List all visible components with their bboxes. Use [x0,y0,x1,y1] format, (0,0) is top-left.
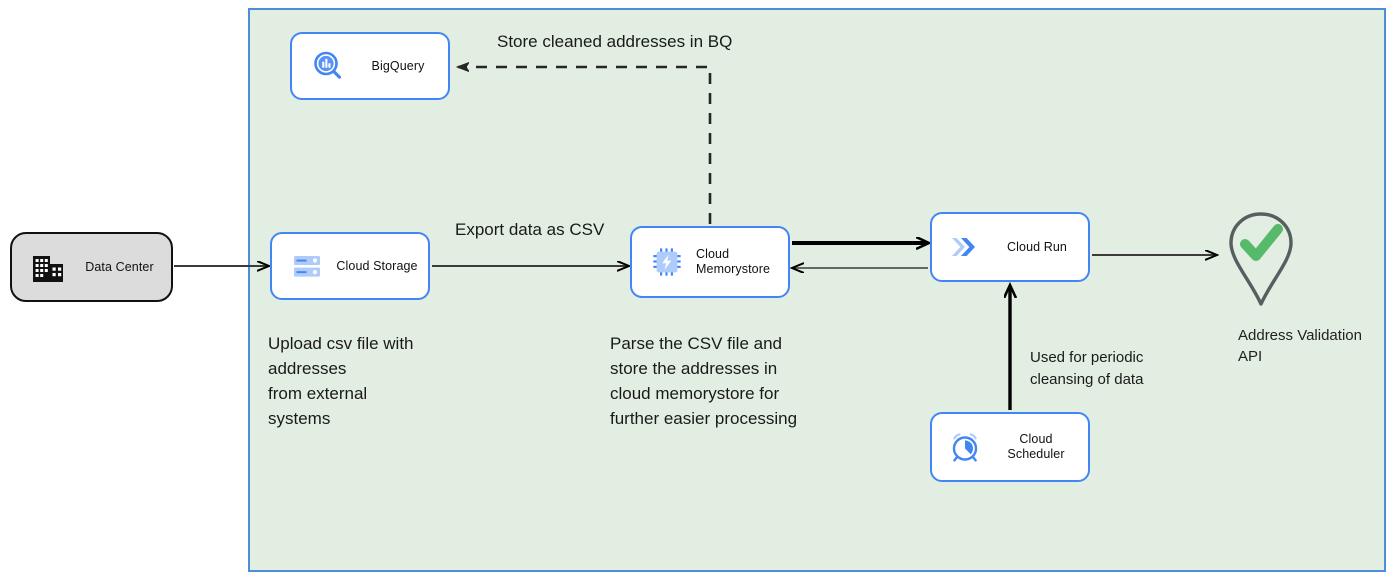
gcp-boundary-container [248,8,1386,572]
edge-label-export-data-as-csv: Export data as CSV [455,220,605,239]
edge-memorystore-to-bigquery [458,67,712,224]
map-pin-check-icon [1229,212,1293,306]
node-label: Cloud Storage [336,258,418,273]
node-label: Cloud Memorystore [696,247,771,276]
bigquery-icon [302,49,354,83]
node-label: Cloud Run [1007,239,1067,254]
node-address-validation-api[interactable] [1220,208,1302,313]
cloud-memorystore-icon [642,246,692,278]
node-label: BigQuery [371,58,425,73]
label-address-validation-api: Address Validation API [1238,327,1362,365]
node-cloud-scheduler[interactable]: Cloud Scheduler [930,412,1090,482]
cloud-scheduler-icon [940,431,990,463]
cloud-storage-icon [282,250,332,282]
node-label: Data Center [85,259,154,274]
node-cloud-memorystore[interactable]: Cloud Memorystore [630,226,790,298]
node-data-center[interactable]: Data Center [10,232,173,302]
data-center-building-icon [22,250,74,284]
node-cloud-storage[interactable]: Cloud Storage [270,232,430,300]
cloud-run-icon [940,231,992,263]
node-bigquery[interactable]: BigQuery [290,32,450,100]
node-label: Cloud Scheduler [1007,432,1065,461]
caption-periodic-cleansing: Used for periodic cleansing of data [1030,349,1144,388]
edge-label-store-cleaned-addresses: Store cleaned addresses in BQ [497,32,733,51]
node-cloud-run[interactable]: Cloud Run [930,212,1090,282]
caption-parse-csv: Parse the CSV file and store the address… [610,334,798,428]
caption-upload-csv: Upload csv file with addresses from exte… [268,334,414,428]
